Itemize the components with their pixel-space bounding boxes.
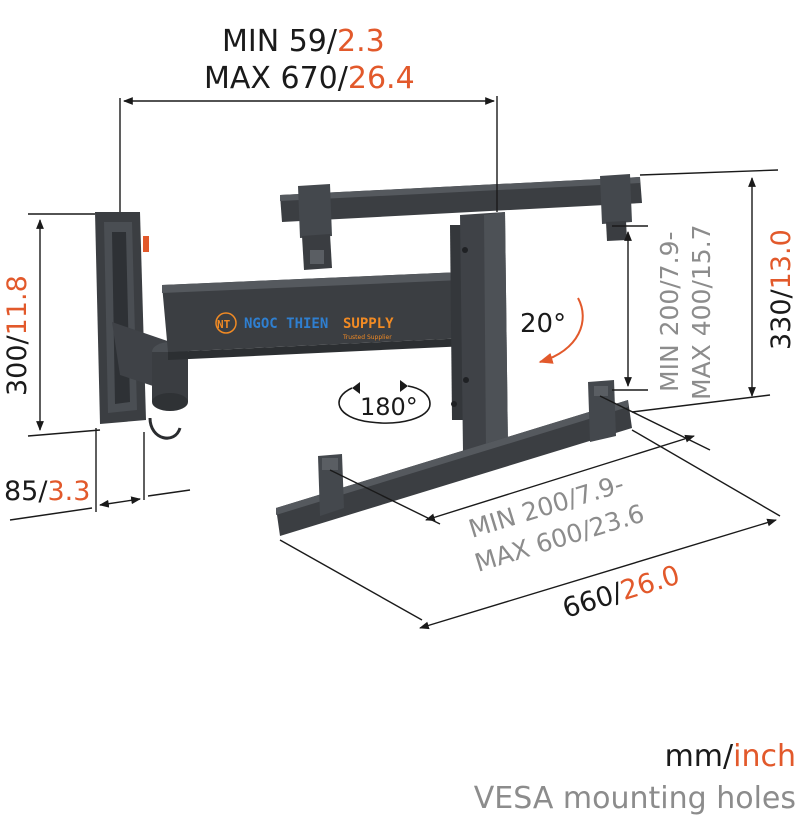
swivel-arrow-icon bbox=[338, 385, 431, 424]
watermark-tagline: Trusted Supplier bbox=[342, 334, 392, 341]
wall-plate-height-label: 300/11.8 bbox=[2, 275, 33, 396]
watermark-brand: NGOC THIEN bbox=[244, 316, 328, 332]
dimension-lines bbox=[9, 96, 781, 630]
tilt-label: 20° bbox=[520, 309, 566, 339]
vesa-horizontal-line bbox=[425, 434, 695, 522]
tilt-carriage bbox=[450, 212, 508, 452]
units-legend: mm/inch bbox=[665, 739, 796, 774]
rotation-indicators bbox=[338, 297, 584, 424]
overall-width-line bbox=[419, 518, 777, 630]
overall-width-label: 660/26.0 bbox=[559, 560, 684, 625]
watermark: NT NGOC THIEN SUPPLY Trusted Supplier bbox=[215, 312, 394, 341]
tilt-arrow-icon bbox=[538, 297, 584, 364]
upper-rail bbox=[280, 174, 642, 270]
vesa-legend: VESA mounting holes bbox=[474, 781, 796, 815]
swivel-label: 180° bbox=[360, 393, 418, 421]
vesa-vertical-min-label: MIN 200/7.9- bbox=[655, 231, 684, 392]
depth-dimension-line bbox=[99, 496, 141, 508]
depth-label: 85/3.3 bbox=[4, 476, 90, 507]
reach-min-label: MIN 59/2.3 bbox=[222, 24, 385, 59]
watermark-logo: NT bbox=[217, 318, 231, 331]
reach-max-label: MAX 670/26.4 bbox=[204, 61, 415, 96]
orange-clip bbox=[143, 236, 149, 252]
vesa-vertical-max-label: MAX 400/15.7 bbox=[687, 224, 716, 400]
rail-height-label: 330/13.0 bbox=[766, 229, 797, 350]
watermark-logo-icon bbox=[215, 312, 237, 334]
pivot-arm bbox=[112, 322, 188, 411]
main-arm bbox=[162, 272, 468, 360]
watermark-brand-accent: SUPPLY bbox=[343, 316, 394, 332]
tv-mount-illustration bbox=[95, 174, 642, 536]
